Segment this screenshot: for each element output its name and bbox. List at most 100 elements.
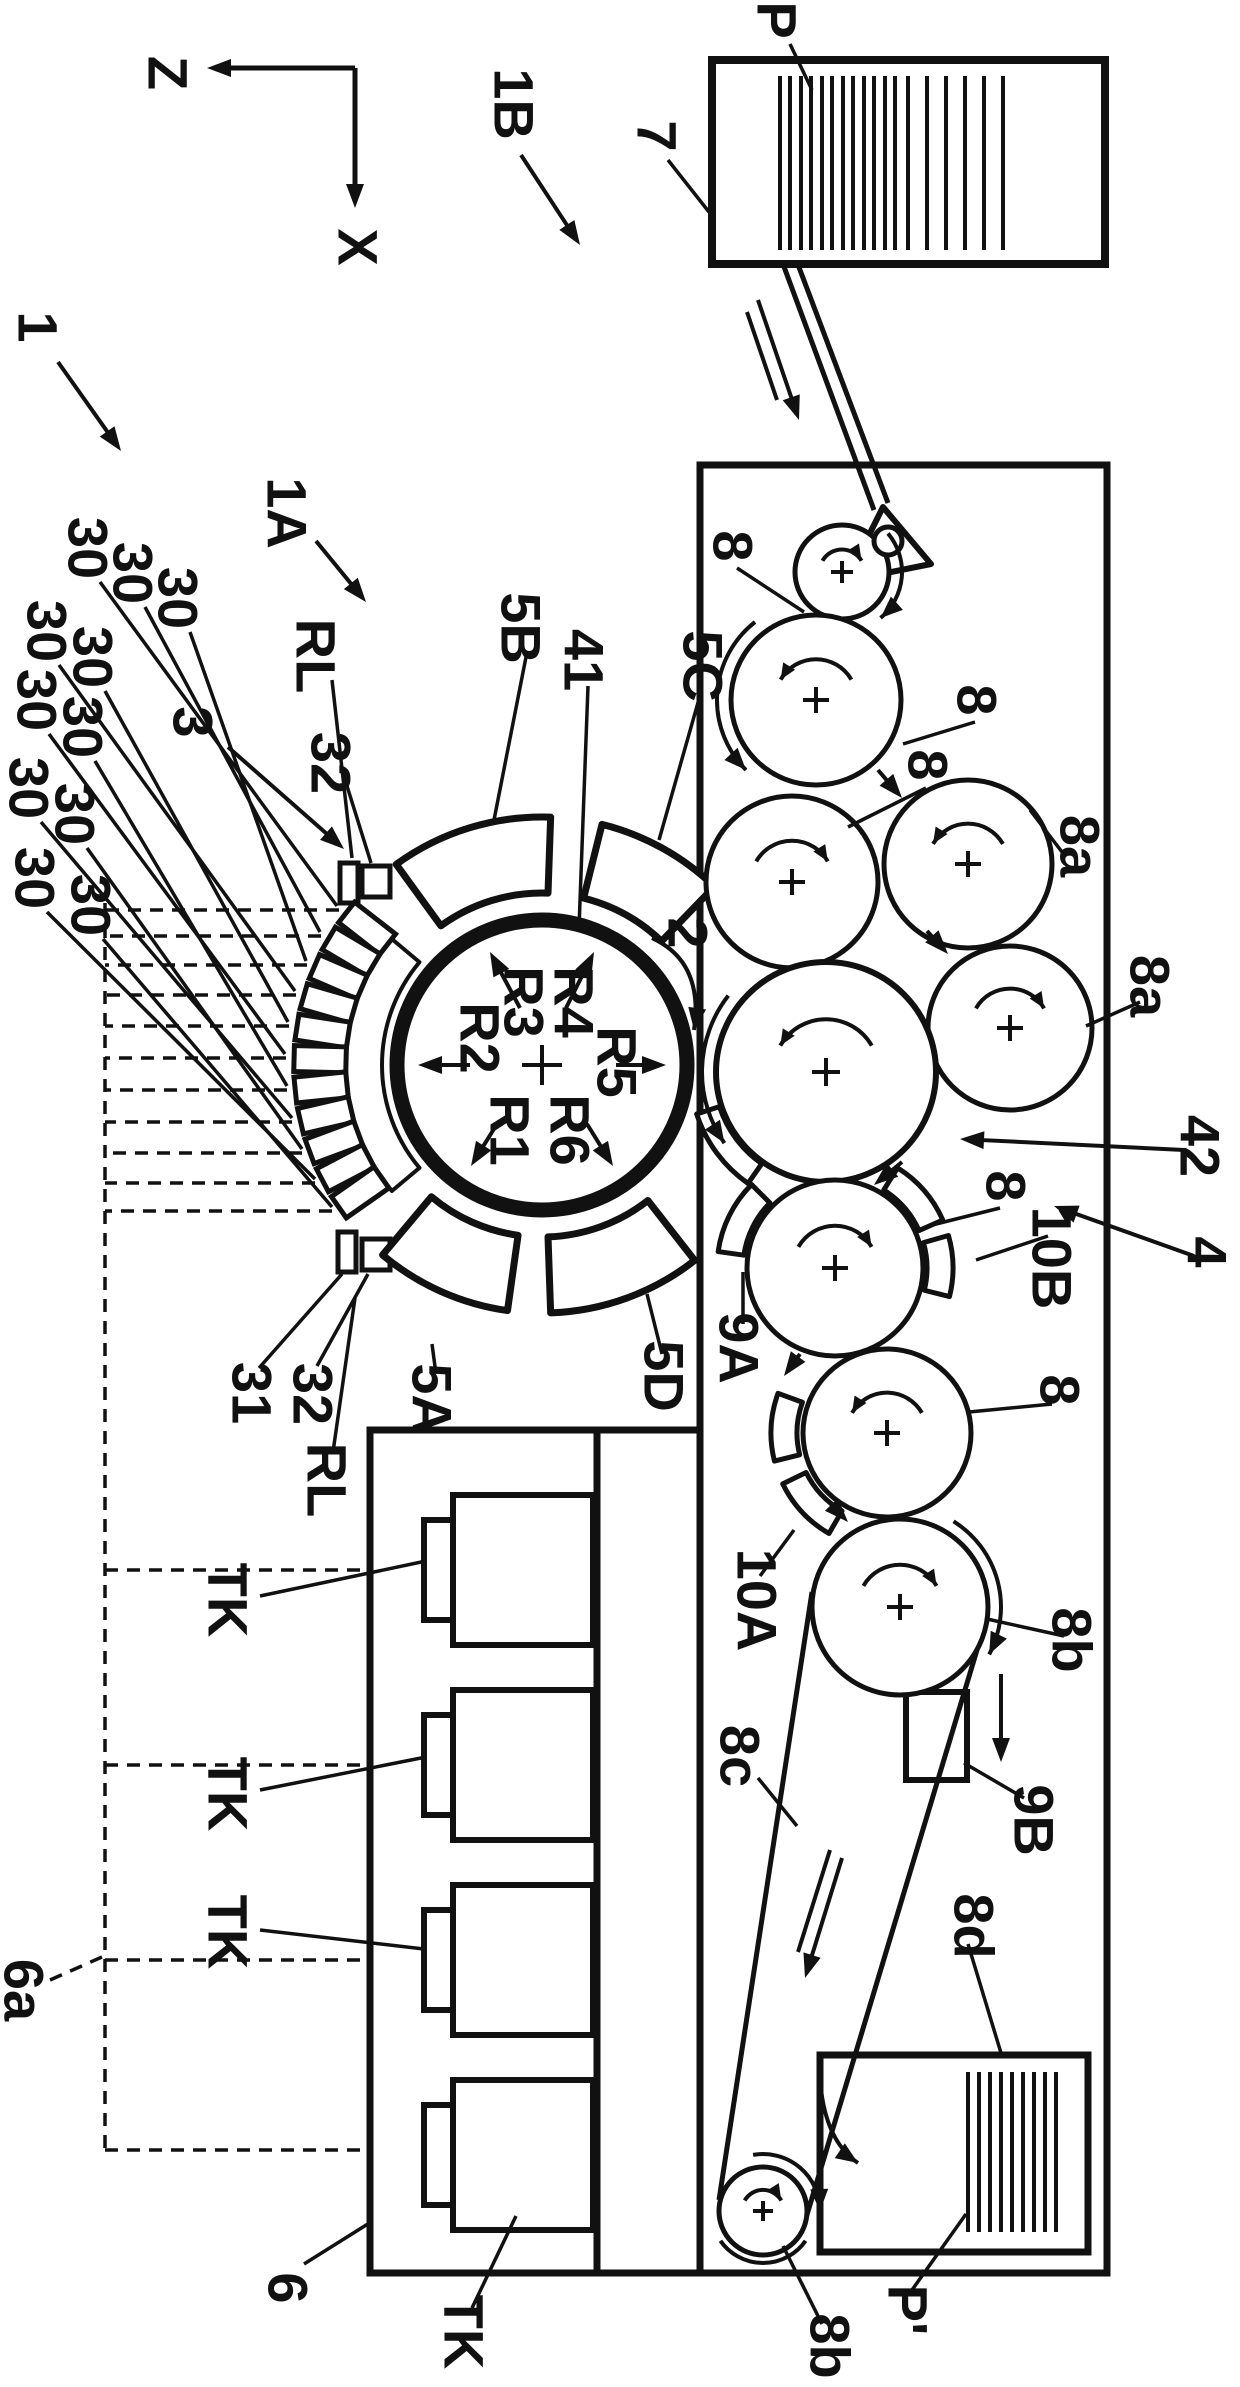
- leader-10B: [975, 1234, 1049, 1262]
- label-2: 2: [657, 917, 720, 948]
- leader-30: [188, 631, 308, 962]
- sensor-31-bottom: [335, 1229, 359, 1275]
- belt-roller-8b-rotation-head: [922, 1568, 937, 1586]
- label-R6: R6: [539, 1094, 602, 1166]
- leader-TK: [259, 1755, 427, 1792]
- label-6a: 6a: [0, 1959, 56, 2022]
- web-path-arc-head: [724, 747, 746, 771]
- label-TK: TK: [433, 2295, 496, 2370]
- web-path-arc: [715, 620, 757, 772]
- label-7: 7: [626, 120, 689, 151]
- roller-8a-rotation-head: [933, 826, 948, 844]
- label-R3: R3: [493, 966, 556, 1038]
- ref-arrow-1-head: [99, 426, 121, 451]
- leader-8a: [1085, 1000, 1141, 1028]
- label-8b: 8b: [799, 2313, 862, 2378]
- guide-10B: [920, 1232, 956, 1300]
- belt-arrow-head: [803, 1952, 821, 1978]
- label-30: 30: [44, 783, 107, 845]
- label-R5: R5: [586, 1026, 649, 1098]
- radial-arrow-R6-head: [592, 1140, 613, 1166]
- radial-arrow-R2-head: [418, 1056, 442, 1074]
- label-30: 30: [4, 847, 67, 909]
- sensor-9B: [903, 1689, 970, 1783]
- label-R1: R1: [479, 1094, 542, 1166]
- leader-6: [303, 2220, 372, 2266]
- nip-arrow-head: [879, 773, 902, 798]
- leader-30: [103, 690, 290, 1023]
- label-30: 30: [16, 600, 79, 662]
- belt-loop: [718, 2239, 808, 2265]
- label-8b: 8b: [1041, 1607, 1104, 1672]
- leader-30: [57, 663, 297, 993]
- label-9A: 9A: [708, 1312, 771, 1384]
- leader-5C: [657, 691, 703, 841]
- ink-tank-cap: [421, 1517, 456, 1623]
- ref-arrow-42-head: [960, 1131, 985, 1150]
- axis-z-arrow-head: [207, 59, 231, 77]
- leader-30: [85, 846, 304, 1151]
- label-5D: 5D: [633, 1340, 696, 1412]
- leader-5B: [492, 651, 529, 821]
- print-head-30: [327, 1163, 393, 1222]
- belt-arrow: [807, 1857, 844, 1966]
- label-RL: RL: [296, 1443, 359, 1518]
- label-8a: 8a: [1049, 815, 1112, 878]
- label-32: 32: [300, 732, 363, 794]
- leader-RL-bottom: [331, 1297, 357, 1453]
- leader-8b: [781, 2245, 824, 2325]
- feed-conveyor-edge: [794, 261, 891, 504]
- ink-tank: [450, 1492, 596, 1648]
- leader-8a: [1028, 808, 1064, 854]
- print-cylinder-4-42-rotation-head: [780, 1028, 795, 1046]
- label-X: X: [327, 228, 390, 265]
- label-P: P: [746, 1, 809, 38]
- ink-tank-cap: [421, 1907, 456, 2013]
- ink-tank: [450, 1687, 596, 1843]
- label-10A: 10A: [726, 1549, 789, 1652]
- ref-arrow-1A: [314, 539, 359, 593]
- label-30: 30: [0, 757, 61, 819]
- label-1A: 1A: [256, 477, 319, 549]
- roller-8-rotation-head: [847, 543, 862, 561]
- feed-conveyor-edge: [780, 263, 877, 511]
- label-8: 8: [946, 684, 1009, 715]
- label-TK: TK: [197, 1757, 260, 1832]
- ref-arrow-3-head: [320, 826, 344, 849]
- ref-arrow-4: [1066, 1208, 1195, 1258]
- ref-arrow-1: [56, 360, 115, 441]
- leader-8: [931, 1206, 1001, 1227]
- label-8a: 8a: [1119, 955, 1182, 1018]
- label-32: 32: [282, 1363, 345, 1425]
- web-path-arc-head: [810, 2188, 829, 2211]
- label-6: 6: [257, 2272, 320, 2303]
- ref-arrow-42: [973, 1137, 1185, 1152]
- belt-8c-edge: [803, 1639, 983, 2219]
- nip-arrow-head: [874, 1162, 899, 1185]
- ref-arrow-1B: [519, 153, 574, 235]
- leader-TK: [259, 1928, 425, 1951]
- label-R4: R4: [543, 966, 606, 1038]
- conveyor-arrow-shadow: [745, 311, 779, 401]
- label-1: 1: [7, 311, 70, 342]
- guide-9A: [715, 1182, 773, 1258]
- leader-41: [577, 685, 590, 929]
- label-30: 30: [60, 874, 123, 936]
- segment-5C: [580, 820, 718, 945]
- leader-9B: [963, 1761, 1025, 1800]
- label-9B: 9B: [1003, 1784, 1066, 1856]
- label-30: 30: [6, 669, 69, 731]
- label-30: 30: [102, 542, 165, 604]
- sheet-arrow-9B-head: [992, 1738, 1010, 1762]
- ref-arrow-3: [226, 745, 335, 842]
- belt-8c-edge: [716, 1591, 815, 2201]
- label-5B: 5B: [490, 592, 553, 664]
- ref-arrow-1A-head: [343, 577, 366, 602]
- leader-32-bottom: [315, 1273, 370, 1367]
- leader-8: [968, 1402, 1053, 1414]
- ink-tank: [450, 2077, 596, 2233]
- label-RL: RL: [285, 619, 348, 694]
- label-8d: 8d: [943, 1893, 1006, 1958]
- leader-30: [101, 937, 334, 1209]
